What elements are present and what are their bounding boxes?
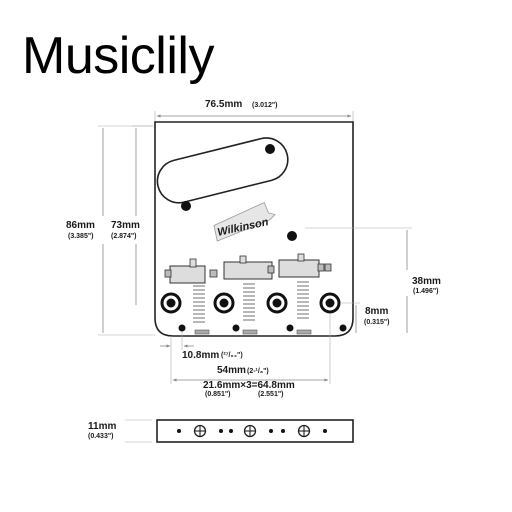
dim-span-64-8: 21.6mm×3=64.8mm (0.851") (2.551") bbox=[203, 380, 295, 398]
dim-height-8: 8mm (0.315") bbox=[340, 302, 390, 333]
dim-height-38-mm: 38mm bbox=[412, 276, 441, 287]
dim-height-38-inch: (1.496") bbox=[413, 288, 439, 295]
dim-height-38: 38mm (1.496") bbox=[305, 227, 441, 333]
side-hole bbox=[281, 429, 285, 433]
small-hole bbox=[339, 324, 347, 332]
mount-hole bbox=[265, 144, 275, 154]
dim-width: 76.5mm (3.012") bbox=[154, 99, 354, 122]
side-screw bbox=[193, 424, 207, 438]
string-hole bbox=[266, 292, 288, 314]
small-hole bbox=[232, 324, 240, 332]
dim-spacing-10-8: 10.8mm (²⁷/₆₄") bbox=[160, 332, 243, 361]
saddle bbox=[278, 253, 332, 278]
dim-height-73-inch: (2.874") bbox=[111, 233, 137, 240]
spring bbox=[297, 281, 309, 319]
string-hole bbox=[160, 292, 182, 314]
dim-span-54-inch: (2-¹/₈") bbox=[247, 368, 269, 375]
mount-hole bbox=[181, 201, 191, 211]
dim-side-11-mm: 11mm bbox=[88, 421, 116, 432]
side-hole bbox=[323, 429, 327, 433]
spring bbox=[193, 285, 205, 323]
string-hole bbox=[213, 292, 235, 314]
dim-width-inch: (3.012") bbox=[252, 102, 278, 109]
mount-hole bbox=[287, 231, 297, 241]
dim-width-mm: 76.5mm bbox=[205, 99, 242, 110]
dim-span-54-mm: 54mm bbox=[217, 365, 246, 376]
small-hole bbox=[178, 324, 186, 332]
spring bbox=[243, 283, 255, 321]
side-hole bbox=[177, 429, 181, 433]
dim-side-11: 11mm (0.433") bbox=[88, 419, 152, 443]
dim-height-73: 73mm (2.874") bbox=[111, 125, 152, 305]
side-screw bbox=[297, 424, 311, 438]
saddle bbox=[223, 255, 275, 280]
dim-height-total: 86mm (3.385") bbox=[66, 125, 155, 336]
dim-span-64-8-mm: 21.6mm×3=64.8mm bbox=[203, 380, 295, 391]
dim-spacing-10-8-inch: (²⁷/₆₄") bbox=[221, 352, 243, 359]
dim-spacing-10-8-mm: 10.8mm bbox=[182, 350, 219, 361]
dim-height-8-mm: 8mm bbox=[365, 306, 388, 317]
dim-span-54: 54mm (2-¹/₈") bbox=[170, 314, 331, 384]
side-screw bbox=[243, 424, 257, 438]
screw-head bbox=[194, 329, 210, 335]
pickup-slot bbox=[156, 137, 289, 204]
dim-height-total-mm: 86mm bbox=[66, 220, 95, 231]
dim-height-73-mm: 73mm bbox=[111, 220, 140, 231]
side-hole bbox=[229, 429, 233, 433]
brand-title: Musiclily bbox=[22, 27, 214, 85]
screw-head bbox=[242, 329, 258, 335]
dim-height-total-inch: (3.385") bbox=[68, 233, 94, 240]
saddle bbox=[164, 258, 218, 284]
small-hole bbox=[286, 324, 294, 332]
side-hole bbox=[219, 429, 223, 433]
dim-height-8-inch: (0.315") bbox=[364, 319, 390, 326]
side-view-plate bbox=[156, 419, 354, 443]
dim-span-64-8-inch-a: (0.851") bbox=[205, 391, 231, 398]
string-hole bbox=[319, 292, 341, 314]
bridge-plate: Wilkinson bbox=[154, 121, 354, 337]
side-hole bbox=[269, 429, 273, 433]
screw-head bbox=[296, 329, 312, 335]
dim-side-11-inch: (0.433") bbox=[88, 433, 114, 440]
dim-span-64-8-inch-b: (2.551") bbox=[258, 391, 284, 398]
